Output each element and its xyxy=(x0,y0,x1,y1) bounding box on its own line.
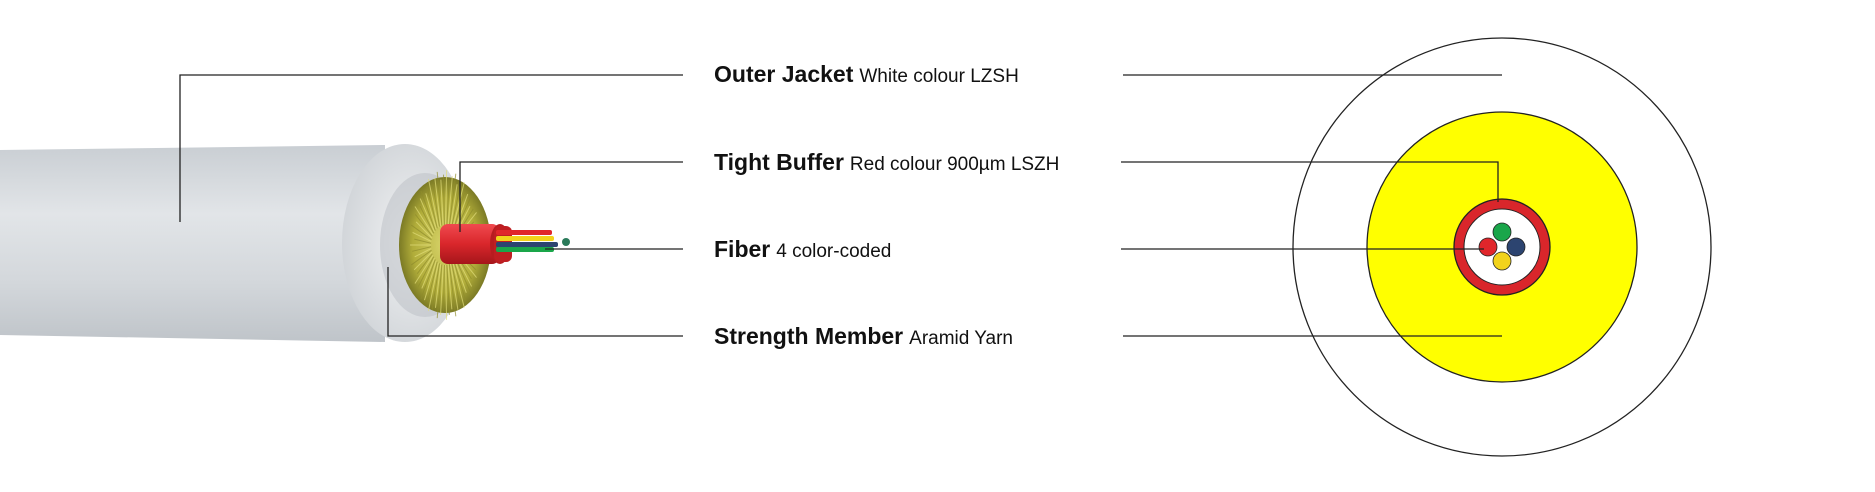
aramid-yarn-strand xyxy=(414,206,434,236)
aramid-yarn-strand xyxy=(451,182,462,228)
aramid-yarn-strand xyxy=(419,198,435,233)
aramid-yarn-strand xyxy=(446,264,450,315)
fiber-strand-red xyxy=(496,230,552,235)
aramid-yarn-strand xyxy=(453,193,465,230)
aramid-yarn-strand xyxy=(434,263,442,308)
aramid-yarn-strand xyxy=(451,262,461,304)
aramid-yarn-strand xyxy=(450,184,458,227)
aramid-yarn-strand xyxy=(425,193,437,230)
leader-outer-jacket xyxy=(179,74,683,222)
aramid-yarn-strand xyxy=(455,257,472,295)
aramid-yarn-strand xyxy=(452,182,465,229)
fiber-red xyxy=(1478,237,1498,257)
cable-illustration xyxy=(0,144,570,342)
aramid-yarn-strand xyxy=(427,261,438,301)
aramid-yarn-strand xyxy=(427,178,439,228)
aramid-yarn-strand xyxy=(424,260,437,301)
aramid-yarn-strand xyxy=(421,257,435,289)
aramid-yarn-strand xyxy=(448,173,457,227)
leader-lines-right xyxy=(1121,74,1502,337)
aramid-yarn-strand xyxy=(420,259,436,300)
aramid-yarn-strand xyxy=(432,184,440,227)
aramid-yarn-strand xyxy=(427,262,439,312)
fiber-strand-green xyxy=(496,247,554,252)
aramid-yarn-strand xyxy=(412,231,432,242)
aramid-yarn-strand xyxy=(440,264,444,315)
aramid-yarn-strand xyxy=(410,224,432,241)
strength-member-name: Strength Member xyxy=(714,323,904,349)
aramid-yarn-strand xyxy=(416,253,433,274)
aramid-yarn-strand xyxy=(413,251,433,271)
fiber-green xyxy=(1492,222,1512,242)
aramid-yarn-strand xyxy=(453,260,466,301)
leader-tight-buffer-section xyxy=(1121,161,1499,202)
fiber-strands xyxy=(496,230,570,252)
tight-buffer-tube xyxy=(440,224,500,264)
fiber-tip xyxy=(562,238,570,246)
aramid-yarn-strand xyxy=(443,174,445,226)
fiber-description: 4 color-coded xyxy=(776,241,892,262)
buffer-inner-circle xyxy=(1463,208,1541,286)
aramid-yarn-strand xyxy=(417,256,435,287)
aramid-yarn-strand xyxy=(410,249,432,266)
aramid-yarn-strand xyxy=(443,264,445,311)
aramid-yarn-strand xyxy=(445,264,448,320)
leader-tight-buffer xyxy=(459,161,683,232)
aramid-yarn-strand xyxy=(447,176,453,226)
aramid-yarn-strand xyxy=(445,170,448,226)
aramid-yarn-strand xyxy=(414,254,434,284)
leader-strength-member xyxy=(387,267,683,337)
aramid-yarn-strand xyxy=(436,264,443,319)
outer-jacket-name: Outer Jacket xyxy=(714,61,854,87)
aramid-yarn-strand xyxy=(450,263,459,310)
aramid-yarn-strand xyxy=(412,246,432,252)
aramid-yarn-strand xyxy=(420,190,436,231)
aramid-yarn-strand xyxy=(446,179,450,226)
cross-section xyxy=(1292,37,1712,457)
aramid-yarn-strand xyxy=(434,177,442,227)
aramid-yarn-strand xyxy=(440,179,444,226)
aramid-yarn-strand xyxy=(414,214,433,237)
aramid-yarn-strand xyxy=(415,221,433,239)
aramid-yarn-strand xyxy=(447,264,453,310)
tight-buffer-name: Tight Buffer xyxy=(714,149,844,175)
tight-buffer-description: Red colour 900µm LSZH xyxy=(849,154,1060,175)
fiber-blue xyxy=(1506,237,1526,257)
fiber-strand-yellow xyxy=(496,236,554,241)
aramid-yarn-strand xyxy=(452,261,465,308)
aramid-yarn-strand xyxy=(426,186,438,229)
fiber-strand-blue xyxy=(496,242,558,247)
aramid-yarn-strand xyxy=(448,263,457,317)
strength-member-description: Aramid Yarn xyxy=(909,328,1013,349)
aramid-yarn-strand xyxy=(431,263,440,310)
fiber-yellow xyxy=(1492,251,1512,271)
outer-jacket-description: White colour LZSH xyxy=(859,66,1019,87)
aramid-yarn-strand xyxy=(414,248,432,258)
outer-jacket-body xyxy=(0,145,385,342)
aramid-yarn-strand xyxy=(436,171,443,226)
aramid-yarn-strand xyxy=(419,205,435,234)
leader-lines-left xyxy=(179,74,683,337)
aramid-yarn-strand xyxy=(454,259,467,293)
aramid-yarn-strand xyxy=(414,238,432,244)
fiber-name: Fiber xyxy=(714,236,771,262)
